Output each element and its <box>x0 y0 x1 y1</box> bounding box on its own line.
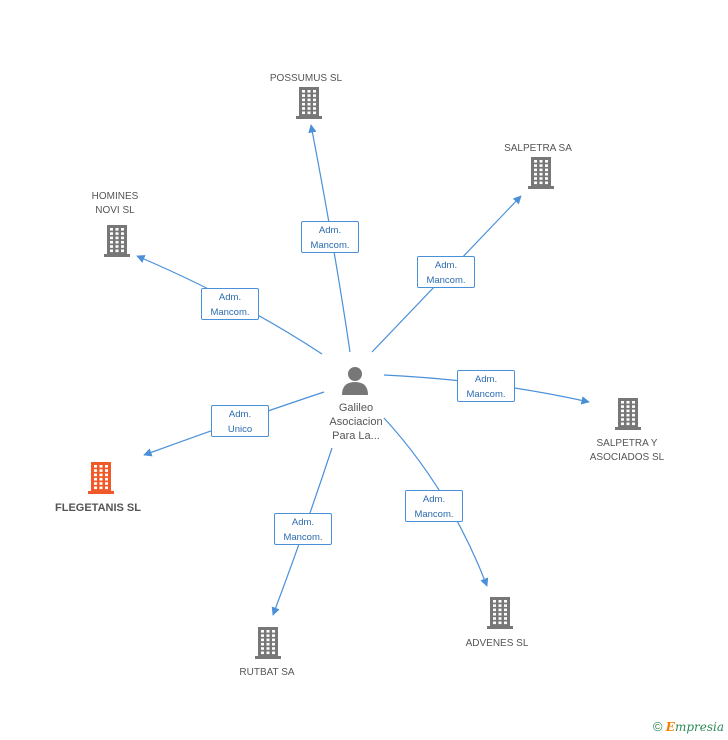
edge-role-line1: Adm. <box>318 225 342 236</box>
edge-role-line1: Adm. <box>434 260 458 271</box>
edge-role-line1: Adm. <box>291 517 315 528</box>
company-label-salpetra_asoc[interactable]: SALPETRA Y ASOCIADOS SL <box>589 438 665 463</box>
edge-label-rutbat[interactable]: Adm. Mancom. <box>274 513 332 545</box>
edge-label-advenes[interactable]: Adm. Mancom. <box>405 490 463 522</box>
edge-role-line1: Adm. <box>422 494 446 505</box>
edge-role-line2: Mancom. <box>466 389 506 400</box>
company-label-homines[interactable]: HOMINES NOVI SL <box>91 191 139 216</box>
building-icon-salpetra[interactable] <box>528 157 554 189</box>
building-icon-possumus[interactable] <box>296 87 322 119</box>
edge-role-line2: Mancom. <box>283 532 323 543</box>
company-label-flegetanis[interactable]: FLEGETANIS SL <box>55 502 141 514</box>
edge-role-line2: Mancom. <box>210 307 250 318</box>
building-icon-advenes[interactable] <box>487 597 513 629</box>
edge-role-line1: Adm. <box>228 409 252 420</box>
company-label-rutbat[interactable]: RUTBAT SA <box>239 667 295 678</box>
edge-label-homines[interactable]: Adm. Mancom. <box>201 288 259 320</box>
building-icon-homines[interactable] <box>104 225 130 257</box>
edge-role-line1: Adm. <box>474 374 498 385</box>
edge-role-line2: Mancom. <box>310 240 350 251</box>
copyright-icon: © <box>652 719 663 734</box>
footer-brand: © Empresia <box>653 719 724 734</box>
brand-initial: E <box>665 720 675 734</box>
edge-role-line2: Mancom. <box>414 509 454 520</box>
edge-label-flegetanis[interactable]: Adm. Unico <box>211 405 269 437</box>
company-label-advenes[interactable]: ADVENES SL <box>465 638 529 649</box>
edge-role-line1: Adm. <box>218 292 242 303</box>
company-label-possumus[interactable]: POSSUMUS SL <box>269 73 343 84</box>
edge-role-line2: Mancom. <box>426 275 466 286</box>
edge-label-possumus[interactable]: Adm. Mancom. <box>301 221 359 253</box>
building-icon-rutbat[interactable] <box>255 627 281 659</box>
center-person-name[interactable]: Galileo Asociacion Para La... <box>329 402 383 442</box>
building-icon-flegetanis[interactable] <box>88 462 114 494</box>
edge-role-line2: Unico <box>227 424 253 435</box>
edge-label-salpetra[interactable]: Adm. Mancom. <box>417 256 475 288</box>
building-icon-salpetra_asoc[interactable] <box>615 398 641 430</box>
brand-rest: mpresia <box>674 720 724 734</box>
edge-label-salpetra_asoc[interactable]: Adm. Mancom. <box>457 370 515 402</box>
person-icon[interactable] <box>341 366 369 396</box>
company-label-salpetra[interactable]: SALPETRA SA <box>504 143 572 154</box>
